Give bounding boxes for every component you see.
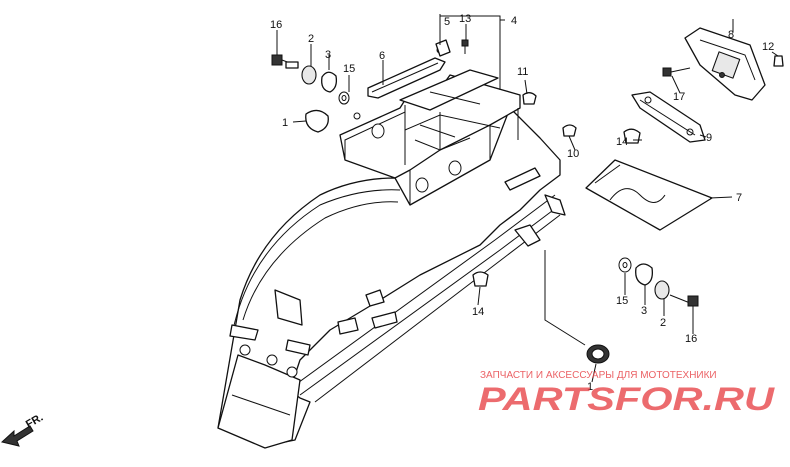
rear-fender [217,69,566,449]
callout-15: 15 [343,63,355,75]
callout-11: 11 [517,66,528,78]
callout-16-lower: 16 [685,333,697,345]
callout-1-lower: 1 [587,381,593,393]
watermark-logo: PARTSFOR.RU [478,381,775,417]
watermark-tagline: ЗАПЧАСТИ И АКСЕССУАРЫ ДЛЯ МОТОТЕХНИКИ [480,370,717,381]
callout-3: 3 [325,49,331,61]
callout-4: 4 [511,15,517,27]
license-bracket [631,91,706,143]
grommet-set-lower [618,257,699,307]
callout-12: 12 [762,41,774,53]
callout-1: 1 [282,117,288,129]
callout-6: 6 [379,50,385,62]
callout-16: 16 [270,19,282,31]
callout-15-lower: 15 [616,295,628,307]
grab-handle [367,39,451,99]
callout-14: 14 [616,136,628,148]
watermark: ЗАПЧАСТИ И АКСЕССУАРЫ ДЛЯ МОТОТЕХНИКИ PA… [478,370,775,417]
callout-5: 5 [444,16,450,28]
front-label: FR. [24,412,45,431]
callout-3-lower: 3 [641,305,647,317]
grommet-set-upper [271,54,350,133]
callout-2-lower: 2 [660,317,666,329]
callout-10: 10 [567,148,579,160]
mud-guard-sheet [585,159,713,231]
callout-2: 2 [308,33,314,45]
callout-7: 7 [736,192,742,204]
leader-lines [276,14,779,383]
callout-labels: 16 2 3 15 1 6 5 13 4 11 10 8 12 17 9 14 … [270,13,774,393]
front-arrow-icon [0,425,34,447]
license-light [684,27,766,101]
callout-9: 9 [706,132,712,144]
grommet-lower [544,250,610,364]
callout-14-lower: 14 [472,306,484,318]
front-direction-indicator: FR. [0,412,45,447]
callout-13: 13 [459,13,471,25]
callout-17: 17 [673,91,685,103]
callout-8: 8 [728,29,734,41]
